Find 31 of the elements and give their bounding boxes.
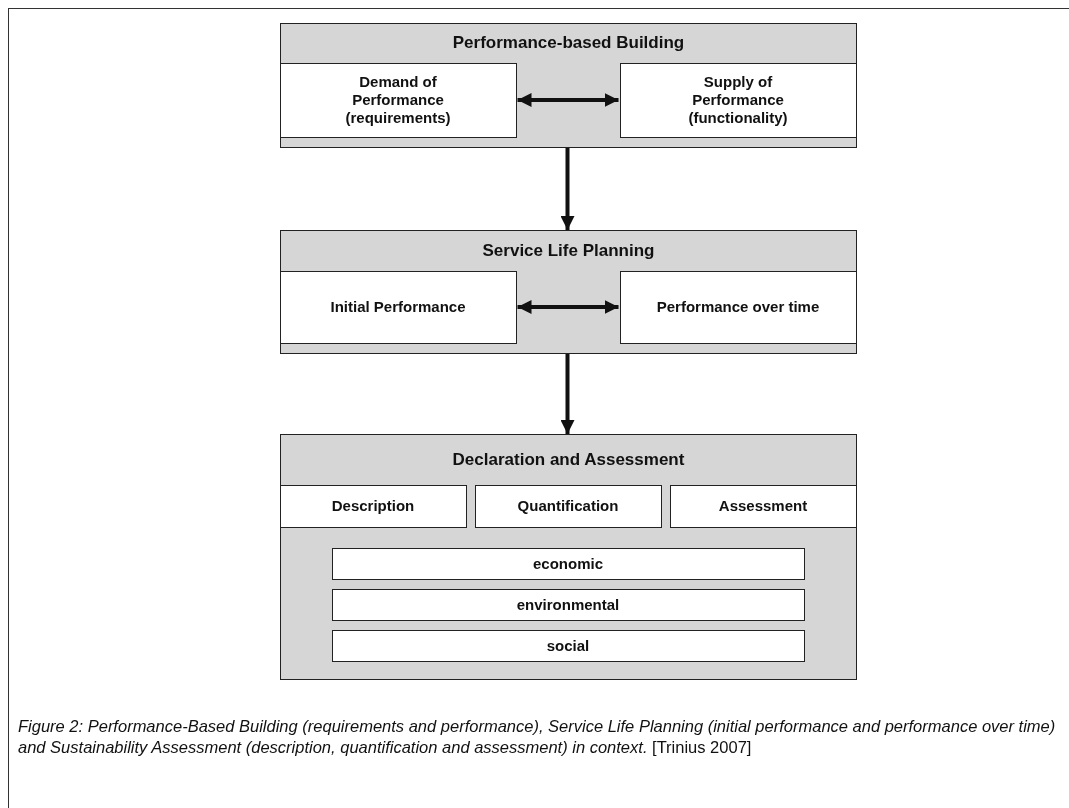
text-box [619,62,857,138]
text-box [331,547,805,580]
arrow [517,93,619,107]
text-box [279,62,517,138]
box-label: Description [331,497,415,515]
box-label: social [546,636,590,655]
text-box [331,629,805,662]
text-box [279,270,517,344]
text-box [474,484,662,528]
figure-caption: Figure 2: Performance-Based Building (requirements and performance), Service Life Planning (initial performance and performance over time) and Sustainability Assessment (description, quantification and assessment) in context. [Trinius 2007] [18,716,1057,759]
arrow [517,300,619,314]
box-label: economic [533,554,603,573]
box-label: Initial Performance [330,298,466,316]
section-heading: Service Life Planning [481,240,656,261]
arrow [560,148,575,230]
text-box [279,484,467,528]
section-panel [280,23,857,148]
section-panel [280,230,857,354]
box-label: Supply of Performance (functionality) [687,73,789,127]
text-box [619,270,857,344]
section-heading: Performance-based Building [451,33,686,54]
arrow [560,354,575,434]
text-box [331,588,805,621]
section-panel [280,434,857,680]
box-label: Assessment [718,497,808,515]
section-heading: Declaration and Assessment [451,449,686,470]
box-label: Performance over time [656,298,820,316]
box-label: environmental [516,595,620,614]
text-box [669,484,857,528]
box-label: Quantification [517,497,619,515]
box-label: Demand of Performance (requirements) [344,73,452,127]
